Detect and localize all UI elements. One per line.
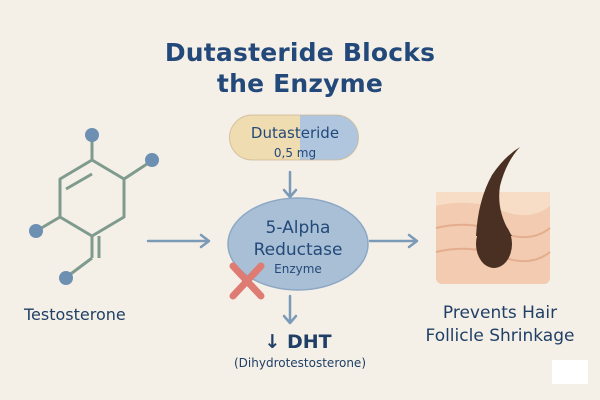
- testosterone-label: Testosterone: [24, 305, 126, 324]
- result-label-line-1: Prevents Hair: [442, 303, 558, 323]
- molecule-double-bond: [65, 172, 93, 191]
- hair-follicle-icon: [435, 147, 551, 284]
- capsule-right-half: [300, 115, 359, 160]
- blocked-x-icon: [229, 262, 265, 300]
- capsule-icon: [229, 114, 359, 161]
- drug-name: Dutasteride: [250, 124, 340, 142]
- molecule-bond-tail: [67, 256, 93, 278]
- molecule-ring: [58, 158, 126, 238]
- follicle-bulb: [476, 220, 512, 268]
- molecule-node-bottom: [59, 271, 73, 285]
- corner-patch: [552, 360, 588, 384]
- testosterone-molecule-icon: [29, 128, 159, 285]
- drug-dose: 0,5 mg: [273, 146, 317, 160]
- dht-label: ↓ DHT: [264, 331, 332, 353]
- molecule-node-right: [145, 153, 159, 167]
- title-line-1: Dutasteride Blocks: [164, 38, 436, 67]
- molecule-bond-right: [123, 160, 151, 181]
- arrow-enzyme-to-dht: [282, 294, 298, 325]
- enzyme-label-line-1: 5-Alpha: [265, 218, 331, 238]
- arrow-capsule-to-enzyme: [282, 170, 298, 199]
- arrow-testosterone-to-enzyme: [146, 233, 211, 249]
- hair-shaft: [476, 147, 520, 236]
- arrow-enzyme-to-follicle: [368, 233, 419, 249]
- enzyme-label-line-3: Enzyme: [274, 262, 322, 276]
- molecule-node-left: [29, 224, 43, 238]
- result-label-line-2: Follicle Shrinkage: [425, 326, 575, 346]
- capsule-left-half: [229, 115, 300, 160]
- capsule-outline: [229, 114, 359, 161]
- title-line-2: the Enzyme: [216, 69, 384, 98]
- enzyme-label-line-2: Reductase: [253, 240, 343, 260]
- molecule-node-top: [85, 128, 99, 142]
- dht-full-name: (Dihydrotestosterone): [234, 356, 366, 370]
